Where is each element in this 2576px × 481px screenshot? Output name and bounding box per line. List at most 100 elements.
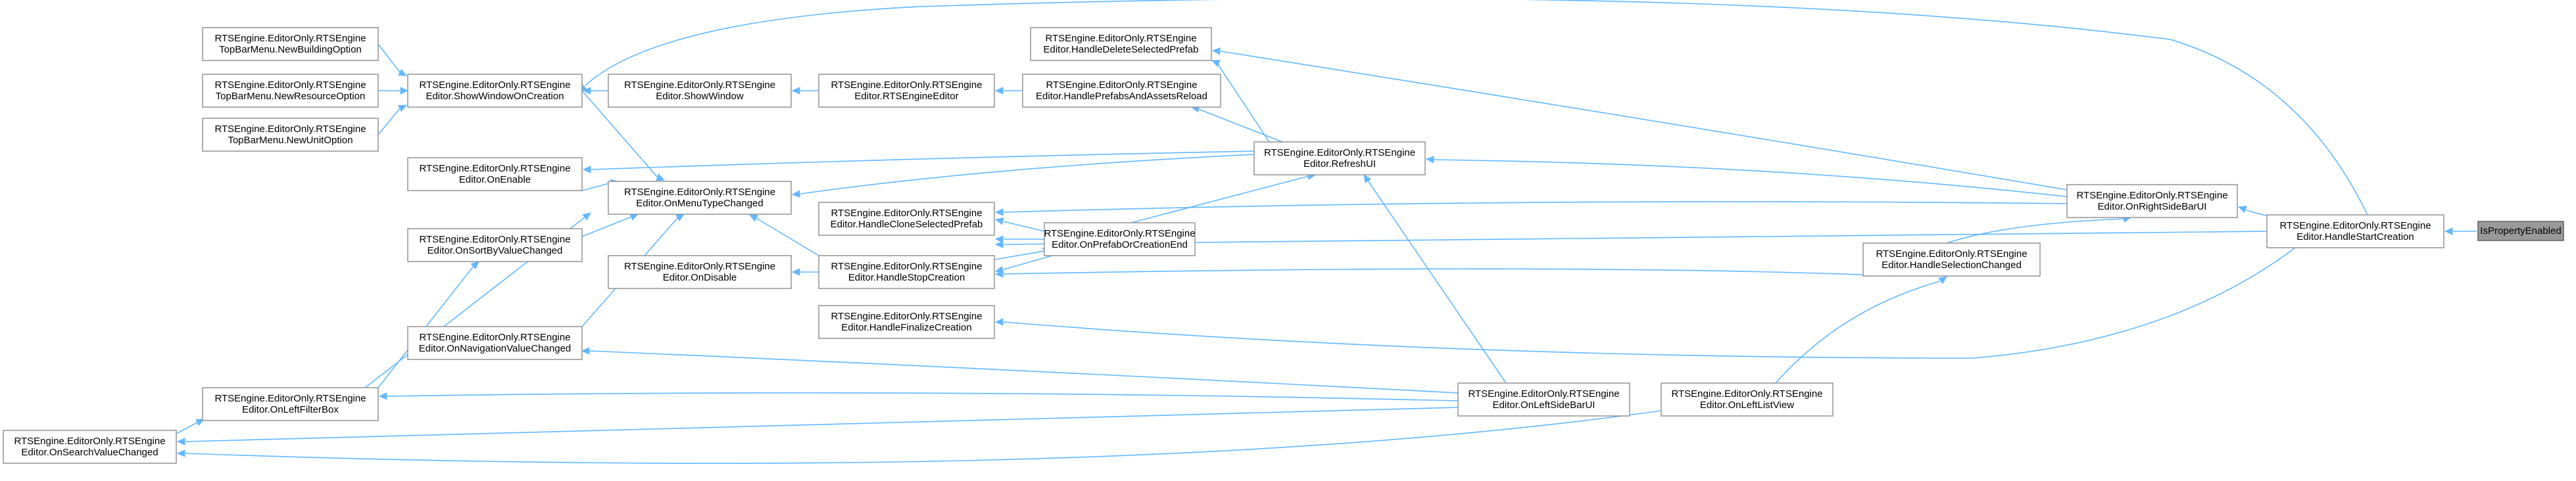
node-label: RTSEngine.EditorOnly.RTSEngine — [831, 311, 982, 322]
node-box — [407, 157, 583, 191]
graph-node[interactable]: RTSEngine.EditorOnly.RTSEngineEditor.OnE… — [407, 157, 583, 191]
graph-node[interactable]: RTSEngine.EditorOnly.RTSEngineEditor.OnN… — [407, 326, 583, 360]
arrow-head — [791, 268, 800, 276]
edge-line — [994, 249, 1053, 260]
graph-edge — [377, 43, 408, 76]
edge-line — [1196, 108, 1283, 143]
graph-node[interactable]: RTSEngine.EditorOnly.RTSEngineEditor.OnL… — [1457, 382, 1630, 417]
node-box — [608, 181, 792, 215]
node-label: RTSEngine.EditorOnly.RTSEngine — [419, 332, 570, 343]
node-box — [3, 430, 177, 464]
arrow-head — [581, 347, 590, 355]
node-label: Editor.RefreshUI — [1303, 158, 1376, 170]
node-label: TopBarMenu.NewUnitOption — [228, 135, 352, 146]
node-box — [202, 118, 379, 152]
graph-node[interactable]: RTSEngine.EditorOnly.RTSEngineEditor.RTS… — [818, 74, 995, 108]
node-label: RTSEngine.EditorOnly.RTSEngine — [624, 187, 775, 198]
edge-line — [756, 218, 819, 256]
graph-node[interactable]: RTSEngine.EditorOnly.RTSEngineEditor.Han… — [818, 202, 995, 236]
graph-node[interactable]: RTSEngine.EditorOnly.RTSEngineEditor.Han… — [818, 255, 995, 289]
arrow-head — [1363, 173, 1372, 183]
graph-node[interactable]: RTSEngine.EditorOnly.RTSEngineEditor.OnR… — [2066, 184, 2238, 218]
graph-edge — [2237, 206, 2268, 216]
graph-edge — [791, 268, 819, 276]
graph-node[interactable]: RTSEngine.EditorOnly.RTSEngineEditor.Han… — [1022, 74, 1221, 108]
node-label: Editor.OnLeftFilterBox — [242, 404, 339, 415]
node-box — [202, 387, 379, 421]
arrow-head — [470, 261, 479, 269]
node-label: RTSEngine.EditorOnly.RTSEngine — [831, 80, 982, 91]
edge-line — [581, 182, 612, 191]
graph-node[interactable]: RTSEngine.EditorOnly.RTSEngineTopBarMenu… — [202, 74, 379, 108]
arrow-head — [400, 87, 409, 95]
node-label: RTSEngine.EditorOnly.RTSEngine — [14, 436, 165, 447]
arrow-head — [176, 449, 185, 457]
node-label: RTSEngine.EditorOnly.RTSEngine — [1044, 228, 1195, 239]
edge-line — [581, 90, 658, 178]
node-label: Editor.RTSEngineEditor — [854, 91, 958, 102]
graph-node[interactable]: RTSEngine.EditorOnly.RTSEngineTopBarMenu… — [202, 27, 379, 61]
graph-node[interactable]: RTSEngine.EditorOnly.RTSEngineEditor.OnS… — [407, 228, 583, 262]
graph-edge — [994, 247, 2296, 359]
arrow-head — [656, 173, 666, 181]
node-label: RTSEngine.EditorOnly.RTSEngine — [624, 80, 775, 91]
graph-node[interactable]: RTSEngine.EditorOnly.RTSEngineEditor.OnM… — [608, 181, 792, 215]
graph-edge — [176, 410, 1662, 464]
arrow-head — [994, 218, 1004, 225]
graph-edge — [581, 90, 666, 181]
node-label: IsPropertyEnabled — [2480, 225, 2561, 237]
arrow-head — [195, 419, 205, 426]
edge-line — [1367, 180, 1507, 384]
node-box — [818, 74, 995, 108]
graph-node[interactable]: RTSEngine.EditorOnly.RTSEngineEditor.Han… — [1030, 27, 1212, 61]
edge-line — [1433, 159, 2072, 198]
arrow-head — [791, 87, 800, 95]
node-label: RTSEngine.EditorOnly.RTSEngine — [214, 124, 366, 135]
arrow-head — [398, 68, 408, 76]
node-label: Editor.OnSearchValueChanged — [21, 447, 158, 458]
edge-line — [1946, 218, 2125, 244]
graph-node[interactable]: RTSEngine.EditorOnly.RTSEngineEditor.OnS… — [3, 430, 177, 464]
graph-node[interactable]: RTSEngine.EditorOnly.RTSEngineEditor.OnP… — [1044, 222, 1196, 256]
nodes: IsPropertyEnabledRTSEngine.EditorOnly.RT… — [3, 27, 2564, 464]
node-box — [818, 202, 995, 236]
edges — [176, 0, 2477, 464]
node-box — [1661, 382, 1834, 417]
graph-node[interactable]: RTSEngine.EditorOnly.RTSEngineEditor.Han… — [818, 305, 995, 339]
edge-line — [585, 0, 2368, 216]
node-label: Editor.OnEnable — [459, 174, 531, 185]
node-box — [407, 326, 583, 360]
node-label: Editor.HandlePrefabsAndAssetsReload — [1036, 91, 1207, 102]
node-label: Editor.OnDisable — [663, 272, 737, 283]
graph-edge — [378, 392, 1459, 401]
arrow-head — [675, 214, 685, 221]
graph-node[interactable]: RTSEngine.EditorOnly.RTSEngineEditor.Han… — [1862, 242, 2041, 277]
graph-node[interactable]: RTSEngine.EditorOnly.RTSEngineEditor.Sho… — [608, 74, 792, 108]
graph-node[interactable]: RTSEngine.EditorOnly.RTSEngineTopBarMenu… — [202, 118, 379, 152]
arrow-head — [582, 87, 591, 95]
graph-node[interactable]: RTSEngine.EditorOnly.RTSEngineEditor.Ref… — [1253, 141, 1426, 175]
arrow-head — [994, 235, 1004, 243]
graph-edge — [1211, 47, 2072, 191]
graph-node[interactable]: RTSEngine.EditorOnly.RTSEngineEditor.Sho… — [407, 74, 583, 108]
graph-node[interactable]: RTSEngine.EditorOnly.RTSEngineEditor.OnD… — [608, 255, 792, 289]
node-label: RTSEngine.EditorOnly.RTSEngine — [2076, 190, 2227, 201]
graph-edge — [1946, 215, 2132, 244]
node-box — [1253, 141, 1426, 175]
edge-line — [1216, 62, 1270, 143]
graph-edge — [791, 87, 819, 95]
node-box — [608, 74, 792, 108]
graph-node[interactable]: RTSEngine.EditorOnly.RTSEngineEditor.OnL… — [202, 387, 379, 421]
graph-edge — [377, 261, 479, 388]
node-label: RTSEngine.EditorOnly.RTSEngine — [214, 393, 366, 404]
graph-edge — [176, 419, 205, 434]
arrow-head — [1938, 276, 1947, 285]
graph-node[interactable]: IsPropertyEnabled — [2477, 221, 2564, 241]
node-label: Editor.OnLeftListView — [1700, 400, 1794, 411]
node-box — [202, 27, 379, 61]
graph-node[interactable]: RTSEngine.EditorOnly.RTSEngineEditor.Han… — [2266, 214, 2444, 248]
graph-node[interactable]: RTSEngine.EditorOnly.RTSEngineEditor.OnL… — [1661, 382, 1834, 417]
node-label: RTSEngine.EditorOnly.RTSEngine — [1876, 248, 2027, 260]
node-box — [2266, 214, 2444, 248]
